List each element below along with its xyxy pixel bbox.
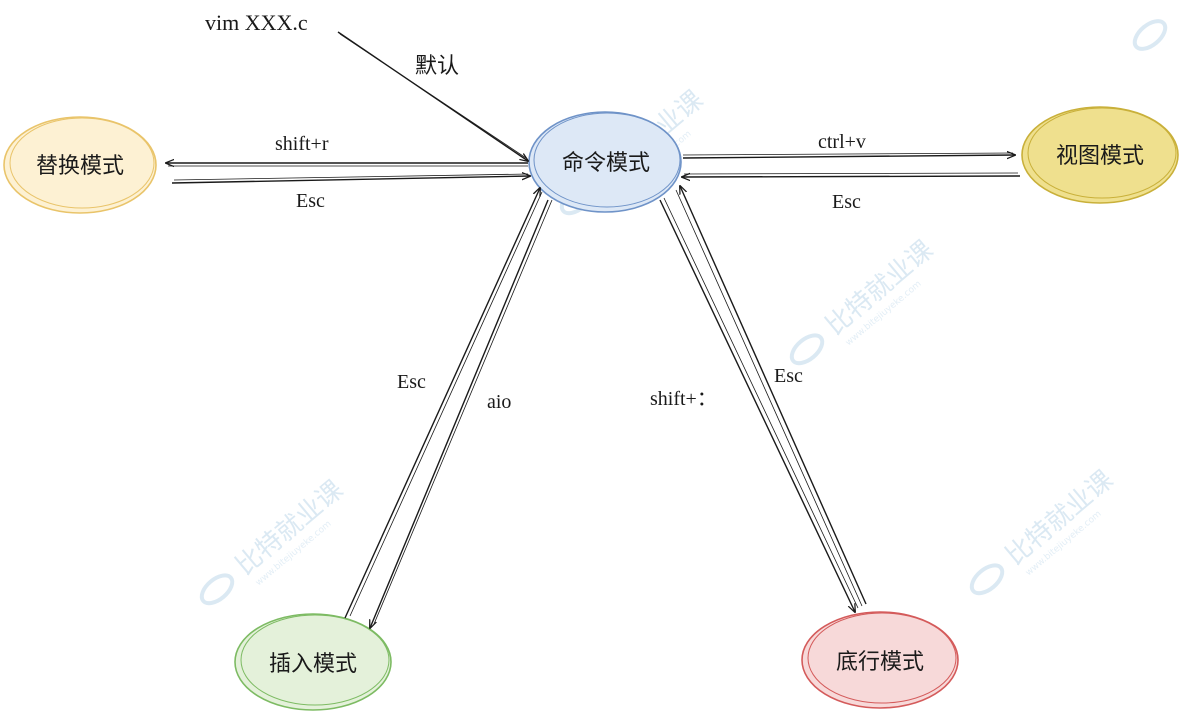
- edge-to-visual: [682, 155, 1015, 158]
- edge-from-replace: [171, 176, 530, 184]
- edge-to-visual-sketch: [682, 152, 1014, 156]
- node-lastline-label: 底行模式: [836, 650, 924, 675]
- edge-from-lastline-sketch: [675, 189, 863, 607]
- edge-from-lastline: [680, 186, 867, 605]
- edge-to-replace-label: shift+r: [275, 133, 329, 155]
- node-replace-label: 替换模式: [36, 154, 124, 179]
- watermark-group: 比特就业课 www.bitejiuyeke.com 比特就业课 www.bite…: [199, 19, 1168, 606]
- edge-from-replace-label: Esc: [296, 190, 325, 212]
- edge-from-visual: [682, 176, 1021, 177]
- edge-from-insert: [344, 188, 540, 619]
- default-label: 默认: [415, 54, 459, 79]
- edge-from-insert-sketch: [349, 191, 543, 617]
- edge-to-visual-label: ctrl+v: [818, 131, 866, 153]
- watermark-3: 比特就业课 www.bitejiuyeke.com: [199, 475, 349, 606]
- node-command: 命令模式: [528, 111, 682, 213]
- start-arrow-sketch: [339, 33, 527, 159]
- node-replace: 替换模式: [3, 116, 157, 214]
- edge-to-lastline-label: shift+：: [650, 388, 717, 410]
- node-insert: 插入模式: [234, 613, 392, 711]
- edge-to-insert-sketch: [373, 199, 553, 625]
- edge-to-lastline: [659, 199, 855, 612]
- node-insert-label: 插入模式: [269, 652, 357, 677]
- watermark-4: 比特就业课 www.bitejiuyeke.com: [969, 465, 1119, 596]
- start-command-label: vim XXX.c: [205, 10, 308, 35]
- watermark-5: [1132, 19, 1168, 51]
- node-lastline: 底行模式: [801, 611, 959, 709]
- node-visual: 视图模式: [1021, 106, 1179, 204]
- node-visual-label: 视图模式: [1056, 144, 1144, 169]
- node-command-label: 命令模式: [562, 151, 650, 176]
- edge-from-insert-label: Esc: [397, 371, 426, 393]
- edge-to-lastline-sketch: [663, 197, 859, 609]
- edge-from-visual-sketch: [683, 172, 1019, 175]
- edge-from-visual-label: Esc: [832, 191, 861, 213]
- watermark-2: 比特就业课 www.bitejiuyeke.com: [789, 235, 939, 366]
- edge-to-insert: [370, 199, 549, 628]
- edge-from-lastline-label: Esc: [774, 365, 803, 387]
- edge-from-replace-sketch: [173, 173, 529, 181]
- edge-to-insert-label: aio: [487, 391, 511, 413]
